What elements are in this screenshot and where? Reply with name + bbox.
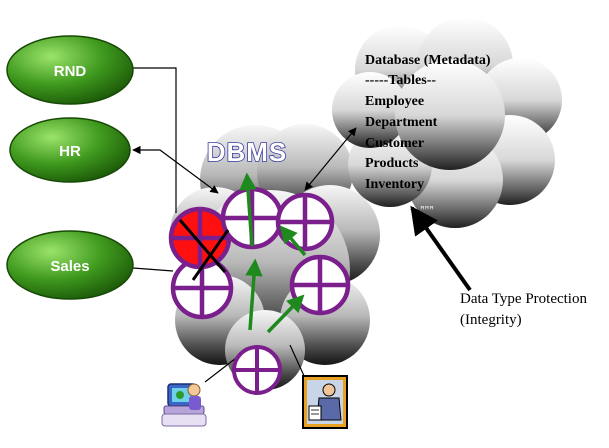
record-node [289, 254, 351, 316]
computer-user-icon [161, 383, 207, 427]
svg-text:ꟸꟸꟸ: ꟸꟸꟸ [420, 205, 434, 214]
access-arrows [239, 172, 307, 334]
table-name: Department [365, 115, 438, 130]
department-hr: HR [9, 117, 131, 183]
user1-connector [204, 354, 241, 383]
record-node [232, 345, 282, 395]
hr-connector [132, 145, 219, 194]
metadata-title: Database (Metadata) [365, 53, 491, 68]
rnd-label: RND [54, 63, 87, 80]
department-sales: Sales [6, 230, 134, 300]
table-name: Products [365, 156, 419, 171]
rnd-connector [133, 67, 177, 213]
sales-label: Sales [50, 258, 89, 275]
metadata-connector [304, 127, 357, 191]
locked-record-node [168, 206, 232, 270]
record-node [170, 256, 234, 320]
table-name: Employee [365, 94, 424, 109]
record-nodes [168, 186, 351, 395]
integrity-arrow: ꟸꟸꟸ [410, 205, 472, 292]
metadata-text: Database (Metadata) -----Tables-- Employ… [365, 53, 491, 192]
integrity-annotation: Data Type Protection (Integrity) [460, 291, 587, 328]
table-name: Inventory [365, 177, 424, 192]
metadata-subtitle: -----Tables-- [365, 73, 436, 88]
lock-cross [178, 219, 230, 281]
annotation-line2: (Integrity) [460, 312, 522, 328]
annotation-line1: Data Type Protection [460, 291, 587, 307]
connectors [132, 67, 357, 383]
user2-connector [289, 344, 306, 379]
record-node [275, 192, 335, 252]
office-worker-icon [302, 375, 348, 429]
dbms-label: DBMS [207, 137, 288, 167]
sales-connector [132, 267, 174, 272]
hr-label: HR [59, 143, 81, 160]
table-name: Customer [365, 136, 424, 151]
department-rnd: RND [6, 35, 134, 105]
